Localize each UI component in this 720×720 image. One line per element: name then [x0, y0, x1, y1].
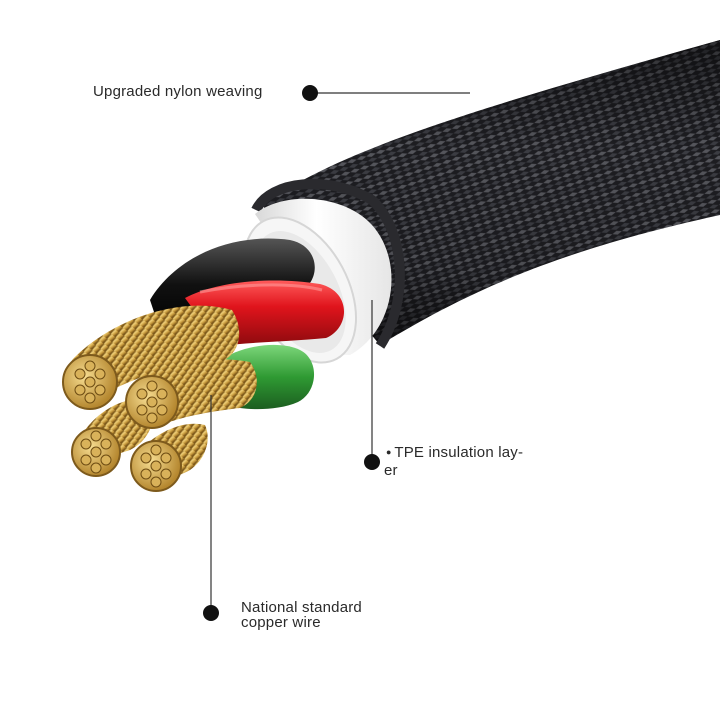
tpe-callout-line2: er — [384, 462, 398, 479]
strand-end-4 — [130, 440, 182, 492]
nylon-callout-label: Upgraded nylon weaving — [93, 84, 263, 99]
strand-end-2 — [125, 375, 179, 429]
leader-copper — [203, 395, 219, 621]
leader-tpe — [364, 300, 380, 470]
tpe-callout-line1: TPE insulation lay- — [386, 445, 523, 462]
nylon-callout-text: Upgraded nylon weaving — [93, 83, 263, 100]
copper-callout-line2: copper wire — [241, 614, 321, 631]
copper-callout-line1: National standard — [241, 599, 362, 616]
copper-strands — [62, 305, 257, 492]
strand-end-3 — [71, 427, 121, 477]
leader-nylon — [302, 85, 470, 101]
strand-end-1 — [62, 354, 118, 410]
tpe-callout-label: TPE insulation lay- er — [384, 445, 523, 479]
copper-callout-label: National standard copper wire — [241, 600, 362, 630]
